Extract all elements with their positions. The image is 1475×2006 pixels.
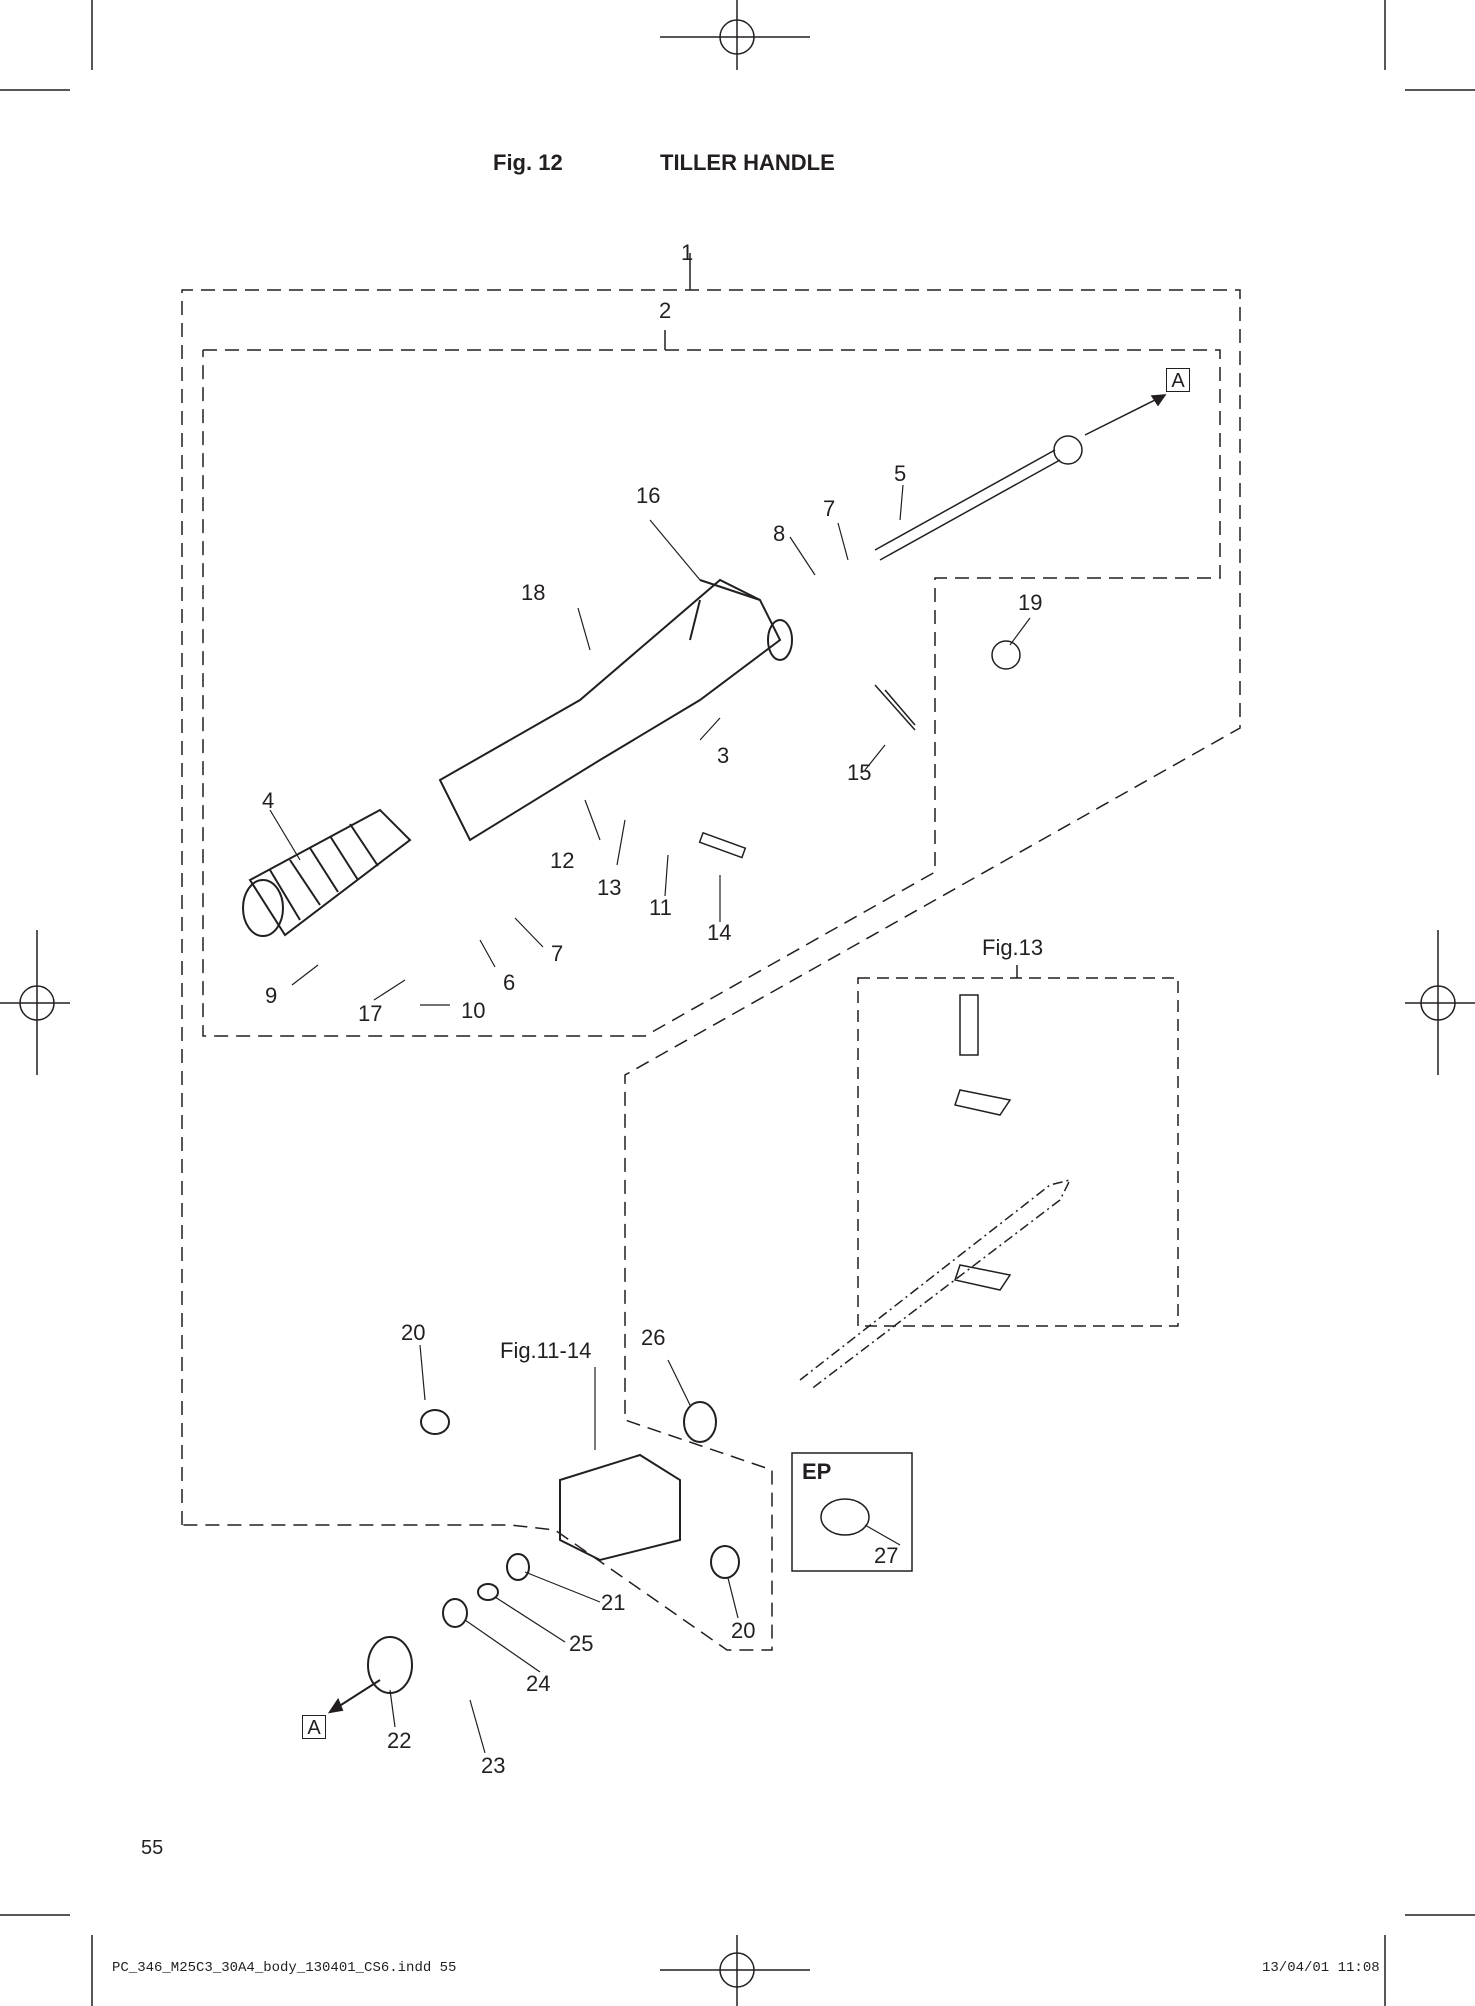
- lower-bracket: [327, 1401, 740, 1714]
- slug-date: 13/04/01 11:08: [1262, 1960, 1380, 1976]
- callout: 7: [823, 496, 836, 521]
- callout: 13: [597, 875, 622, 900]
- callout: 22: [387, 1728, 412, 1753]
- grip: [242, 808, 412, 937]
- callout: 15: [847, 760, 872, 785]
- bolt-15: [884, 689, 916, 726]
- figure-number: Fig. 12: [493, 150, 563, 175]
- figure-header: Fig. 12 TILLER HANDLE: [0, 150, 1475, 180]
- fig13-linkage: [799, 994, 1072, 1391]
- callout: 5: [894, 461, 907, 486]
- callout: 24: [526, 1671, 551, 1696]
- callout: 16: [636, 483, 661, 508]
- assembly-2-boundary: [202, 349, 1221, 1037]
- figure-title: TILLER HANDLE: [660, 150, 835, 175]
- assembly-1-boundary: [181, 289, 1241, 1651]
- shift-rod: [874, 394, 1167, 561]
- fig11-14-reference: Fig.11-14: [500, 1338, 592, 1363]
- callout: 27: [874, 1543, 899, 1568]
- fig13-reference: Fig.13: [982, 935, 1044, 960]
- leader-lines: [269, 484, 1031, 1754]
- callout: 19: [1018, 590, 1043, 615]
- callout: 21: [601, 1590, 626, 1615]
- tiller-body: [438, 578, 793, 842]
- callout: 8: [773, 521, 786, 546]
- knob-19: [991, 640, 1021, 670]
- callout: 3: [717, 743, 730, 768]
- callout: 12: [550, 848, 575, 873]
- slug-file-name: PC_346_M25C3_30A4_body_130401_CS6.indd 5…: [112, 1960, 457, 1976]
- connection-marker-a-bottom: A: [302, 1715, 326, 1739]
- callout: 20: [731, 1618, 756, 1643]
- connection-marker-a-top: A: [1166, 368, 1190, 392]
- callout: 11: [649, 895, 672, 920]
- callout: 25: [569, 1631, 594, 1656]
- callout: 9: [265, 983, 278, 1008]
- ep-box: [791, 1452, 913, 1572]
- callout: 4: [262, 788, 275, 813]
- callout: 23: [481, 1753, 506, 1778]
- callout: 26: [641, 1325, 666, 1350]
- callout: 6: [503, 970, 516, 995]
- callout: 10: [461, 998, 486, 1023]
- callout: 20: [401, 1320, 426, 1345]
- ep-label: EP: [802, 1459, 832, 1484]
- callout: 7: [551, 941, 564, 966]
- callout: 18: [521, 580, 546, 605]
- callout: 17: [358, 1001, 383, 1026]
- fig13-boundary: [857, 977, 1179, 1327]
- page-number: 55: [141, 1837, 164, 1859]
- callout: 2: [659, 298, 672, 323]
- callout: 14: [707, 920, 732, 945]
- part-27-cap: [820, 1498, 870, 1536]
- callout: 1: [681, 240, 694, 265]
